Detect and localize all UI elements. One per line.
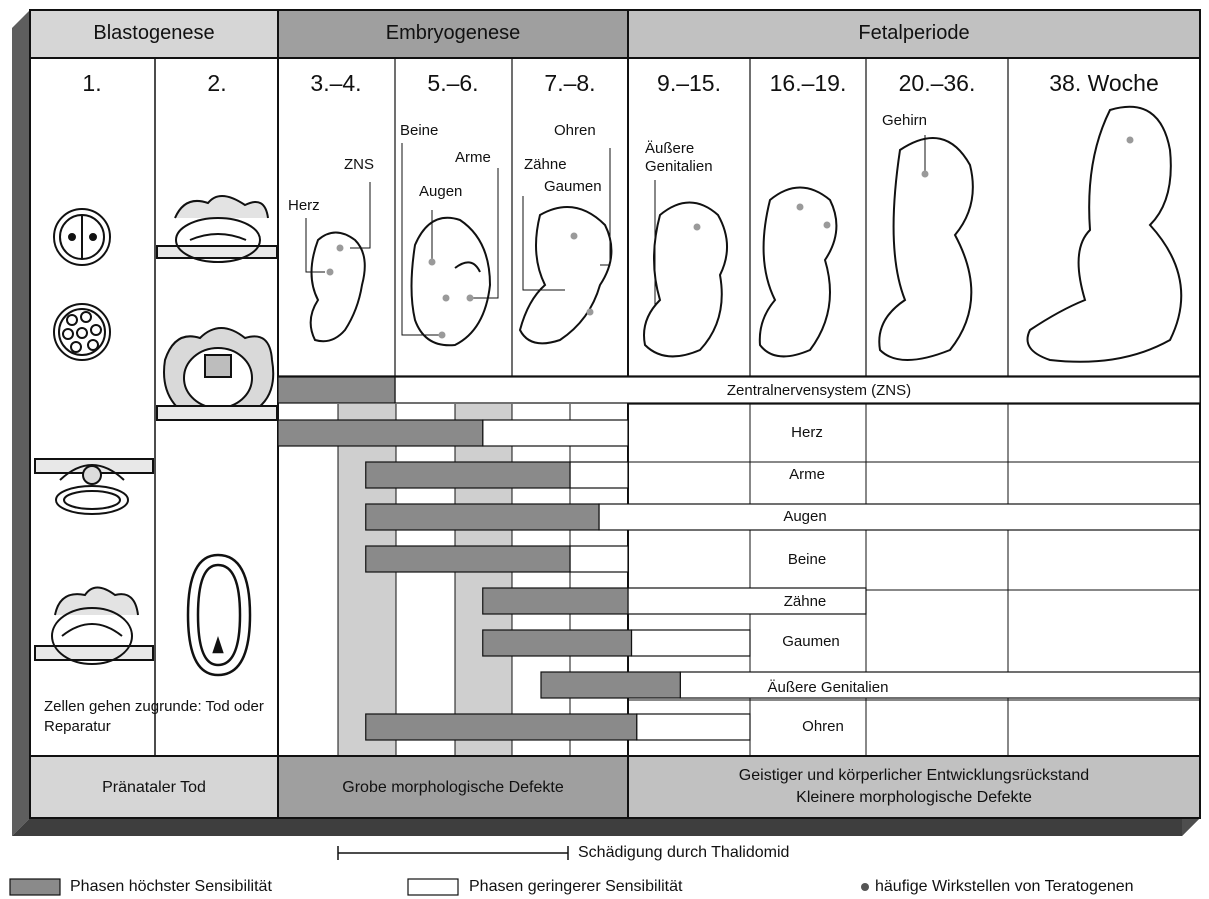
- embryo-label-ohren: Ohren: [554, 123, 596, 138]
- bar-high-genitalien: [541, 672, 680, 698]
- thalidomid-range: [338, 846, 568, 860]
- bar-low-augen: [599, 504, 1200, 530]
- embryo-label-herz: Herz: [288, 198, 320, 213]
- bar-low-herz: [483, 420, 628, 446]
- thalidomid-label: Schädigung durch Thalidomid: [578, 845, 789, 861]
- legend-dot-label: häufige Wirkstellen von Teratogenen: [875, 879, 1134, 895]
- legend-low-swatch: [408, 879, 458, 895]
- bar-high-zns: [278, 377, 395, 403]
- shade-band-2: [455, 404, 512, 756]
- organ-row-label-zaehne: Zähne: [784, 594, 827, 609]
- organ-row-label-gaumen: Gaumen: [782, 634, 840, 649]
- bar-low-ohren: [637, 714, 750, 740]
- bar-high-ohren: [366, 714, 637, 740]
- organ-row-label-zns: Zentralnervensystem (ZNS): [727, 383, 911, 398]
- bar-low-genitalien: [680, 672, 1200, 698]
- week-label-5: 7.–8.: [544, 72, 595, 95]
- outcome-entwicklungsrueckstand: Geistiger und körperlicher Entwicklungsr…: [739, 766, 1089, 786]
- embryo-label-augen: Augen: [419, 184, 462, 199]
- frame-left-bevel: [12, 10, 30, 836]
- frame-bottom-bevel: [12, 818, 1200, 836]
- legend-dot: [861, 883, 869, 891]
- organ-row-label-augen: Augen: [783, 509, 826, 524]
- outcome-pranatal: Pränataler Tod: [102, 778, 206, 798]
- week-label-4: 5.–6.: [427, 72, 478, 95]
- blasto-note: Zellen gehen zugrunde: Tod oder Reparatu…: [44, 697, 276, 738]
- week-label-1: 1.: [82, 72, 101, 95]
- bar-high-gaumen: [483, 630, 632, 656]
- bar-high-zaehne: [483, 588, 628, 614]
- legend-low-label: Phasen geringerer Sensibilität: [469, 879, 682, 895]
- embryo-label-genitalien: Äußere Genitalien: [645, 140, 725, 176]
- legend-high-label: Phasen höchster Sensibilität: [70, 879, 272, 895]
- week-label-7: 16.–19.: [770, 72, 847, 95]
- week-label-3: 3.–4.: [310, 72, 361, 95]
- week-label-9: 38. Woche: [1049, 72, 1159, 95]
- embryo-label-zaehne: Zähne: [524, 157, 567, 172]
- period-blastogenese: Blastogenese: [93, 23, 214, 43]
- bar-high-arme: [366, 462, 570, 488]
- embryo-label-arme: Arme: [455, 150, 491, 165]
- bar-low-zaehne: [628, 588, 866, 614]
- bar-low-arme: [570, 462, 628, 488]
- week-label-6: 9.–15.: [657, 72, 721, 95]
- embryo-label-gaumen: Gaumen: [544, 179, 602, 194]
- outcome-kleinere-defekte: Kleinere morphologische Defekte: [796, 788, 1032, 808]
- organ-row-label-ohren: Ohren: [802, 719, 844, 734]
- bar-high-herz: [278, 420, 483, 446]
- bar-low-gaumen: [631, 630, 750, 656]
- outcome-grobe-defekte: Grobe morphologische Defekte: [342, 778, 563, 798]
- organ-row-label-beine: Beine: [788, 552, 826, 567]
- embryo-label-beine: Beine: [400, 123, 438, 138]
- bar-high-augen: [366, 504, 599, 530]
- organ-row-label-herz: Herz: [791, 425, 823, 440]
- period-fetalperiode: Fetalperiode: [858, 23, 969, 43]
- embryo-label-zns: ZNS: [344, 157, 374, 172]
- week2-embryo-2: [157, 328, 277, 420]
- bar-high-beine: [366, 546, 570, 572]
- shade-band-1: [338, 404, 396, 756]
- bar-low-beine: [570, 546, 628, 572]
- period-embryogenese: Embryogenese: [386, 23, 521, 43]
- legend-high-swatch: [10, 879, 60, 895]
- organ-row-label-genitalien: Äußere Genitalien: [768, 680, 889, 695]
- organ-row-label-arme: Arme: [789, 467, 825, 482]
- embryo-label-gehirn: Gehirn: [882, 113, 927, 128]
- week-label-2: 2.: [207, 72, 226, 95]
- week-label-8: 20.–36.: [899, 72, 976, 95]
